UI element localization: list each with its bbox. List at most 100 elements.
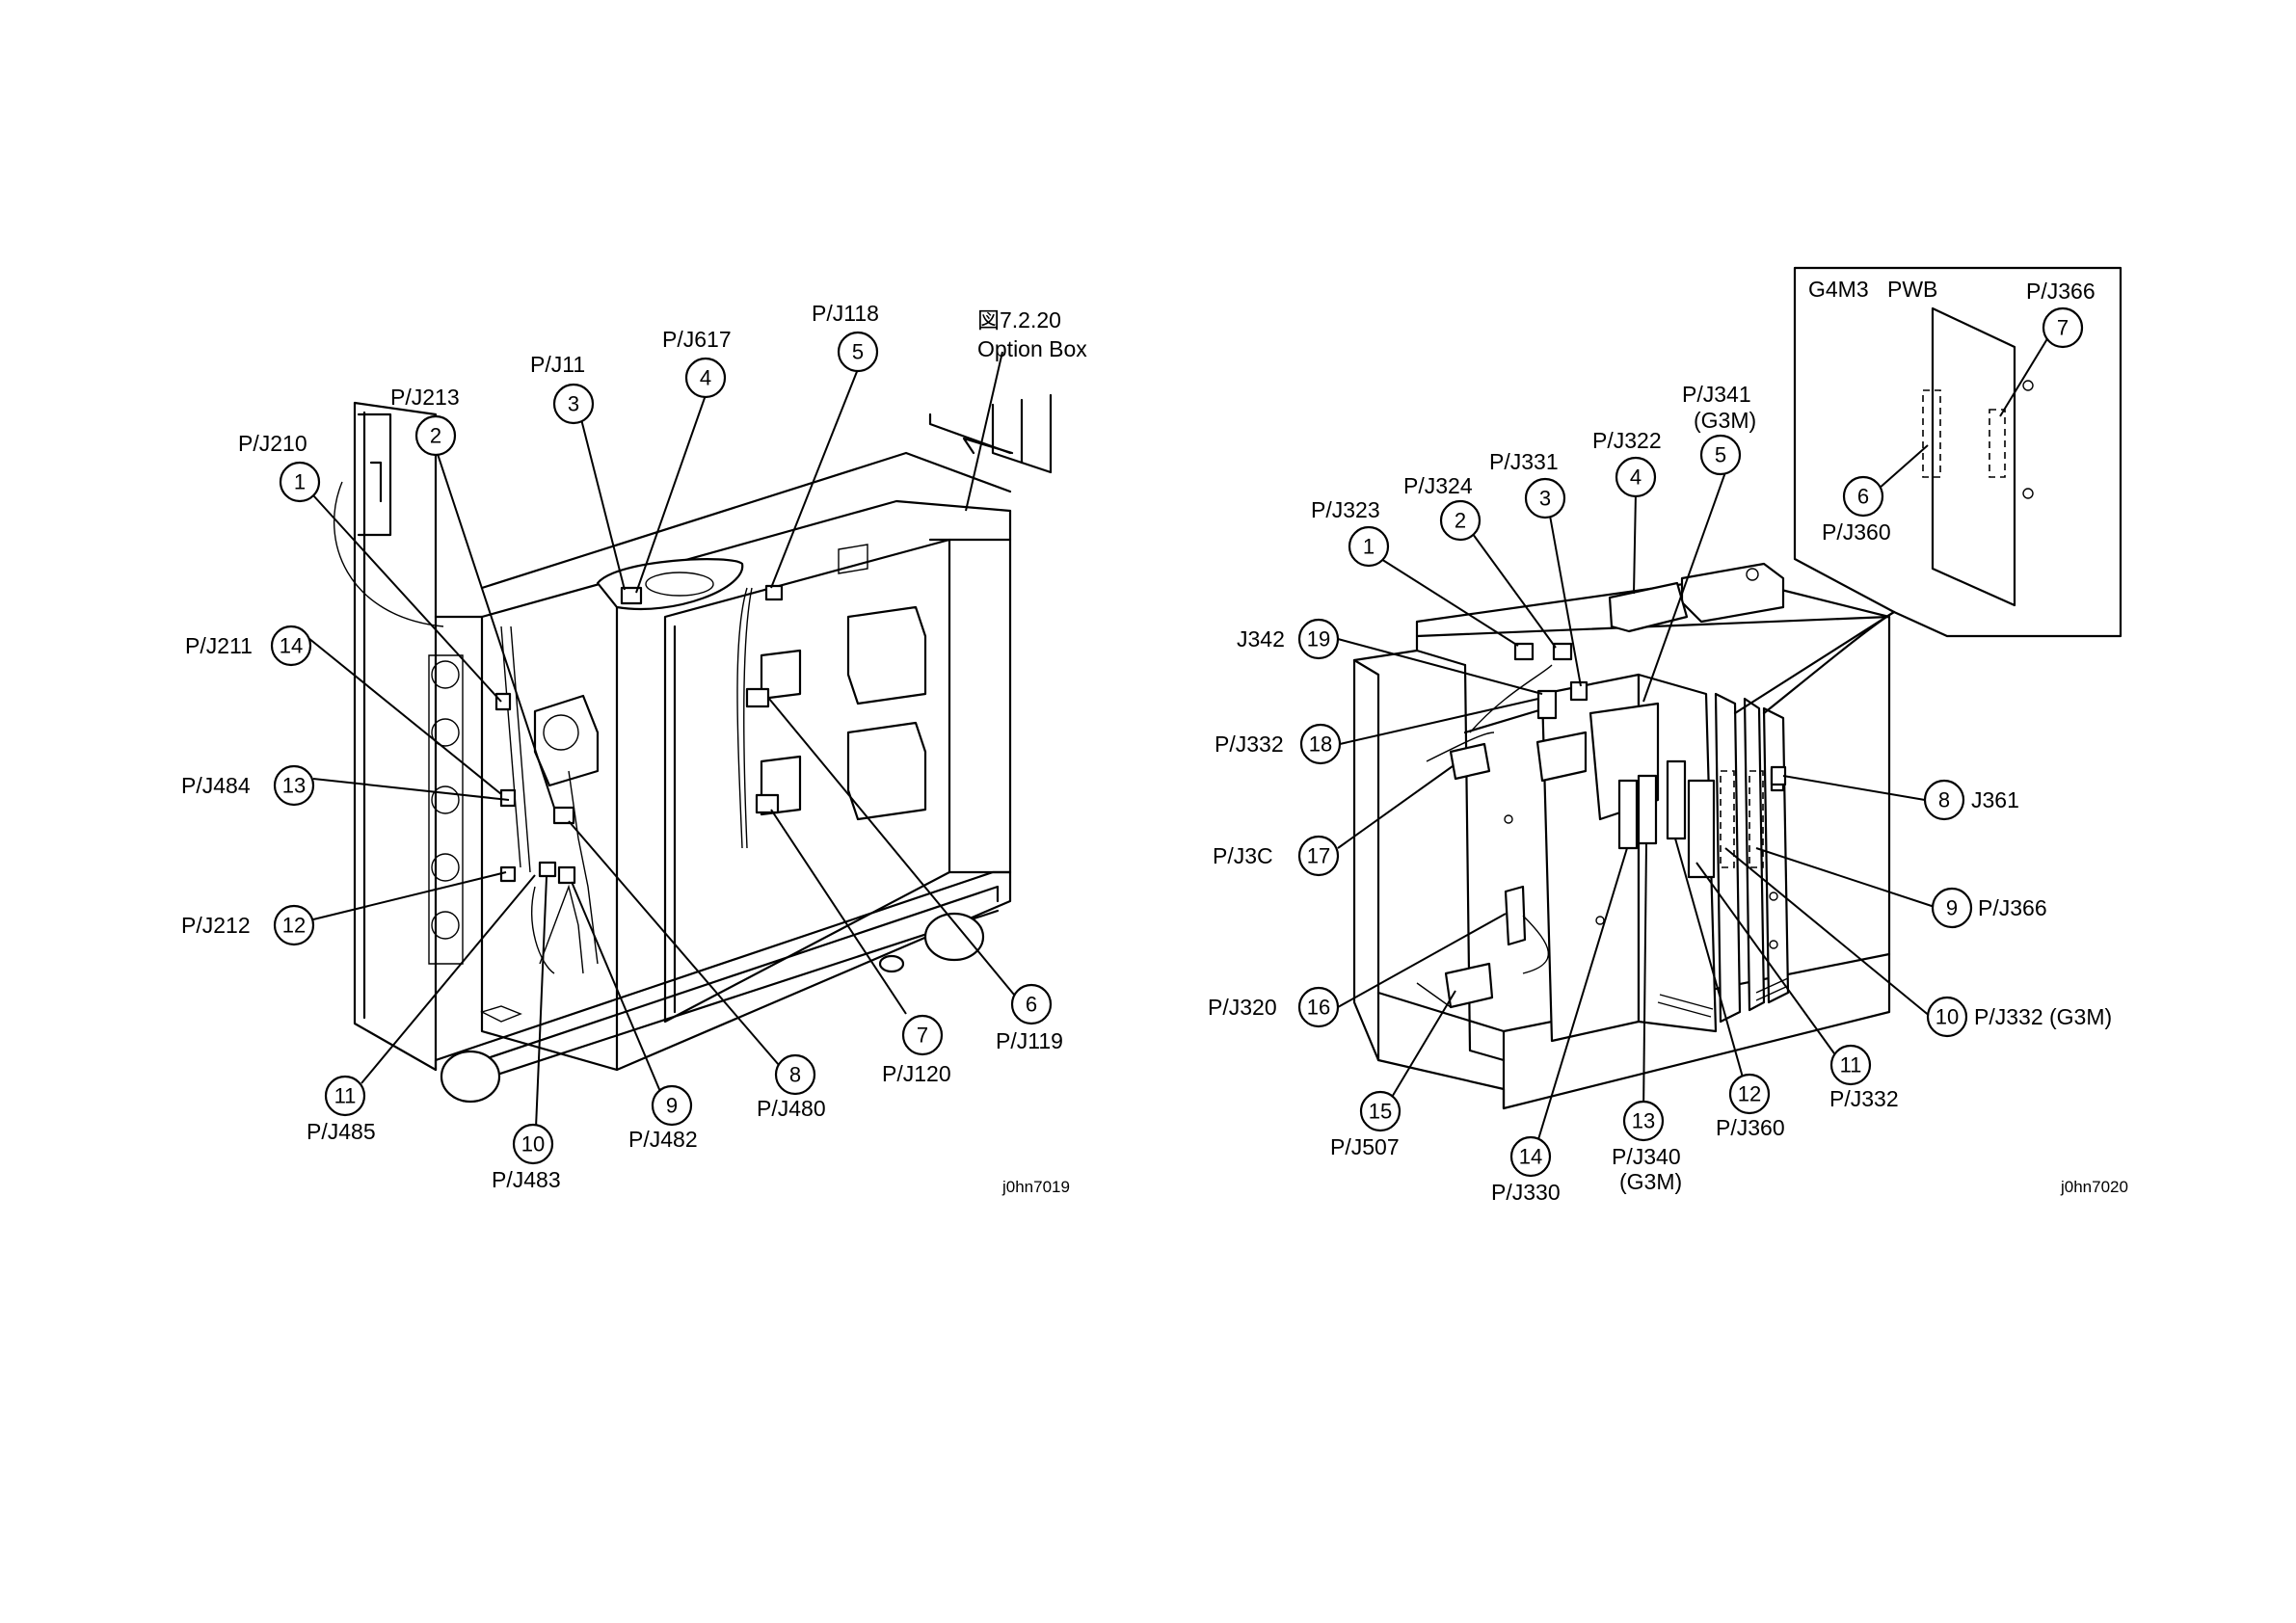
callout-number: 13	[282, 774, 306, 798]
drawing-code: j0hn7019	[1001, 1178, 1070, 1196]
inset-g4m3-pwb: G4M3 PWB 7 P/J366 6 P/J360	[1733, 266, 2122, 715]
left-callout-6: 6 P/J119	[996, 983, 1063, 1053]
callout-number: 5	[1715, 443, 1726, 467]
right-callout-16: 16 P/J320	[1208, 986, 1340, 1028]
callout-label: P/J341	[1682, 382, 1751, 407]
callout-label: P/J331	[1489, 449, 1559, 474]
inset-callout-7: 7 P/J366	[2026, 279, 2096, 349]
right-callout-10: 10 P/J332 (G3M)	[1926, 996, 2112, 1038]
callout-number: 3	[1539, 487, 1551, 511]
left-callout-11: 11 P/J485	[307, 1075, 376, 1144]
right-callout-8: 8 J361	[1923, 779, 2019, 821]
left-leader-lines	[307, 351, 1015, 1129]
right-callout-2: 2 P/J324	[1403, 473, 1482, 542]
left-cabinet-drawing	[334, 393, 1053, 1104]
right-callouts: 1 P/J323 2 P/J324 3 P/J331 4 P/J322 5	[1208, 382, 2128, 1205]
callout-number: 15	[1369, 1100, 1392, 1124]
figure-name: Option Box	[977, 336, 1087, 361]
callout-label: P/J483	[492, 1167, 561, 1192]
callout-number: 16	[1307, 996, 1330, 1020]
right-callout-1: 1 P/J323	[1311, 497, 1390, 568]
left-callout-7: 7 P/J120	[882, 1014, 951, 1086]
callout-label: P/J332	[1215, 732, 1284, 757]
right-callout-14: 14 P/J330	[1491, 1135, 1561, 1205]
callout-label: P/J212	[181, 913, 251, 938]
left-callouts: 1 P/J210 2 P/J213 3 P/J11 4 P/J617	[181, 301, 1087, 1196]
callout-circle	[279, 461, 321, 503]
callout-label: P/J323	[1311, 497, 1380, 522]
right-callout-4: 4 P/J322	[1592, 428, 1662, 498]
left-callout-10: 10 P/J483	[492, 1123, 561, 1192]
callout-label: P/J485	[307, 1119, 376, 1144]
callout-label: P/J3C	[1213, 843, 1273, 868]
figure-ref: 図7.2.20	[977, 307, 1061, 333]
callout-number: 2	[1455, 509, 1466, 533]
callout-label: P/J210	[238, 431, 307, 456]
drawing-code: j0hn7020	[2060, 1178, 2128, 1196]
left-callout-13: 13 P/J484	[181, 764, 315, 807]
callout-label: P/J322	[1592, 428, 1662, 453]
callout-label: P/J366	[2026, 279, 2096, 304]
right-callout-9: 9 P/J366	[1931, 887, 2047, 929]
callout-number: 10	[1936, 1005, 1959, 1029]
callout-label: P/J324	[1403, 473, 1473, 498]
callout-sublabel: (G3M)	[1694, 408, 1756, 433]
right-diagram: G4M3 PWB 7 P/J366 6 P/J360	[1208, 266, 2128, 1205]
callout-number: 5	[852, 340, 864, 364]
right-callout-5: 5 P/J341 (G3M)	[1682, 382, 1756, 476]
callout-label: P/J213	[390, 385, 460, 410]
callout-label: P/J484	[181, 773, 251, 798]
right-callout-15: 15 P/J507	[1330, 1090, 1402, 1159]
callout-number: 11	[334, 1084, 357, 1108]
callout-label: J361	[1971, 787, 2019, 812]
callout-label: P/J507	[1330, 1134, 1400, 1159]
right-callout-18: 18 P/J332	[1215, 723, 1342, 765]
callout-number: 6	[1857, 485, 1869, 509]
left-callout-4: 4 P/J617	[662, 327, 732, 399]
callout-number: 18	[1309, 732, 1332, 757]
inset-callout-6: 6 P/J360	[1822, 475, 1891, 545]
callout-number: 11	[1840, 1053, 1862, 1078]
left-callout-5: 5 P/J118	[812, 301, 879, 373]
callout-number: 13	[1632, 1109, 1655, 1133]
callout-label: P/J211	[185, 633, 253, 658]
right-callout-17: 17 P/J3C	[1213, 835, 1340, 877]
right-callout-12: 12 P/J360	[1716, 1073, 1785, 1140]
inset-title-a: G4M3	[1808, 277, 1869, 302]
callout-label: P/J617	[662, 327, 732, 352]
callout-label: P/J120	[882, 1061, 951, 1086]
left-callout-9: 9 P/J482	[628, 1084, 698, 1152]
callout-label: P/J330	[1491, 1180, 1561, 1205]
callout-number: 2	[430, 424, 441, 448]
callout-number: 7	[2057, 316, 2069, 340]
left-callout-3: 3 P/J11	[530, 352, 595, 425]
callout-number: 8	[789, 1063, 801, 1087]
callout-number: 14	[1519, 1145, 1542, 1169]
callout-number: 1	[1363, 535, 1375, 559]
callout-label: P/J360	[1716, 1115, 1785, 1140]
callout-label: P/J480	[757, 1096, 826, 1121]
callout-number: 17	[1307, 844, 1330, 868]
callout-number: 12	[282, 914, 306, 938]
callout-number: 3	[568, 392, 579, 416]
callout-number: 14	[280, 634, 303, 658]
callout-label: P/J11	[530, 352, 585, 377]
callout-label: P/J366	[1978, 895, 2047, 920]
right-cabinet-drawing	[1352, 562, 1891, 1110]
left-callout-8: 8 P/J480	[757, 1053, 826, 1121]
callout-number: 8	[1938, 788, 1950, 812]
callout-label: P/J332	[1829, 1086, 1899, 1111]
option-box-reference: 図7.2.20 Option Box	[977, 307, 1087, 361]
callout-number: 7	[917, 1024, 928, 1048]
callout-number: 10	[521, 1132, 545, 1157]
callout-number: 9	[1946, 896, 1958, 920]
callout-number: 19	[1307, 627, 1330, 652]
right-callout-3: 3 P/J331	[1489, 449, 1566, 519]
right-callout-19: 19 J342	[1237, 618, 1340, 660]
callout-number: 4	[700, 366, 711, 390]
callout-number: 12	[1738, 1082, 1761, 1106]
callout-number: 1	[294, 470, 306, 494]
left-callout-14: 14 P/J211	[185, 625, 312, 667]
